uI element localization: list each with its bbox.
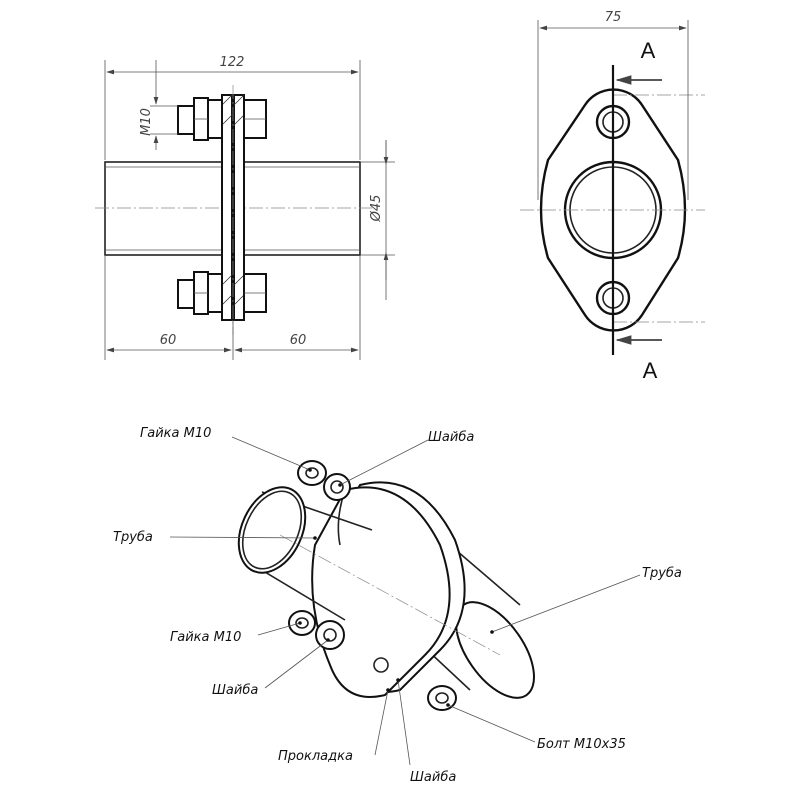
bolt-top-end [177, 105, 195, 135]
label-gasket: Прокладка [278, 749, 353, 764]
section-mark-bottom: A [643, 358, 658, 383]
label-pipe-left: Труба [113, 530, 153, 545]
label-nut-bottom: Гайка М10 [170, 630, 241, 645]
label-washer-top: Шайба [428, 430, 474, 445]
dim-right-length: 60 [290, 333, 307, 348]
label-washer-center: Шайба [410, 770, 456, 785]
isometric-view [237, 460, 536, 711]
label-pipe-right: Труба [642, 566, 682, 581]
dim-overall-length: 122 [220, 55, 245, 70]
dim-flange-width: 75 [605, 10, 622, 25]
washer-top-iso [323, 473, 351, 501]
dim-bolt-thread: M10 [139, 108, 154, 136]
callouts: Гайка М10 Шайба Труба Труба Гайка М10 Ша… [113, 426, 682, 785]
flange-left [221, 94, 233, 321]
side-view: 75 A A [520, 10, 705, 383]
pipe-left-end [237, 486, 307, 574]
washer-top [207, 99, 223, 139]
washer-bottom [207, 273, 223, 313]
dim-pipe-diameter: Ø45 [369, 195, 384, 223]
dim-left-length: 60 [160, 333, 177, 348]
flange-right [233, 94, 245, 321]
front-view: 122 M10 Ø45 60 60 [95, 55, 395, 360]
flange-front [311, 486, 451, 698]
bolt-bottom-end [177, 279, 195, 309]
label-washer-bottom: Шайба [212, 683, 258, 698]
nut-top-iso [297, 460, 327, 486]
washer-bottom-iso [315, 620, 345, 650]
nut-bottom-iso [288, 610, 316, 636]
flange-outline [539, 88, 687, 332]
section-mark-top: A [641, 38, 656, 63]
label-nut-top: Гайка М10 [140, 426, 211, 441]
label-bolt: Болт М10х35 [537, 737, 626, 752]
